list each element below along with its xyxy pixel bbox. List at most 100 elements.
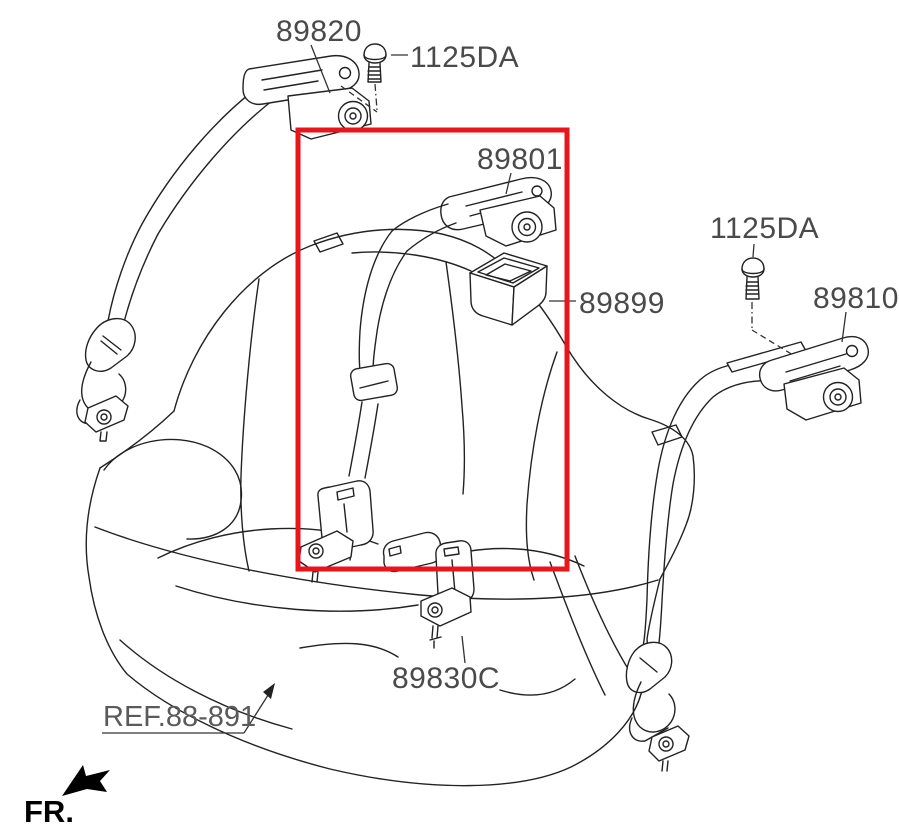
bracket-hole <box>338 66 352 80</box>
tray-floor <box>485 263 532 282</box>
tray-left-face <box>469 272 515 326</box>
part-label-89899[interactable]: 89899 <box>579 287 665 320</box>
centerline-bolt-top <box>374 83 378 111</box>
anchor-bolt-center <box>431 606 439 614</box>
cushion-seam-2 <box>175 585 419 612</box>
anchor-bolt-center <box>662 740 670 748</box>
seatback-right-edge-2 <box>574 555 631 673</box>
retractor-spool <box>511 211 543 243</box>
retractor-spool-center <box>523 223 531 231</box>
bracket-slots <box>785 353 847 382</box>
leader-1125da-right <box>752 243 755 258</box>
anchor-plate <box>84 395 129 433</box>
webbing-fold-2 <box>628 717 669 742</box>
buckle-assembly-center <box>382 531 475 649</box>
part-label-1125da-top[interactable]: 1125DA <box>410 41 519 74</box>
leader-89830c <box>461 635 466 664</box>
leader-lines <box>102 44 847 734</box>
bracket-slots <box>261 69 323 91</box>
anchor-plate <box>298 530 354 573</box>
buckle-slot <box>336 487 355 533</box>
retractor-spool-inner <box>517 217 537 237</box>
anchor-bolt <box>96 409 112 425</box>
anchor-bolt-stem <box>429 625 442 649</box>
seatback-seam-center <box>445 261 466 495</box>
bolt-flange <box>741 268 765 275</box>
belt-webbing-edge <box>121 96 278 331</box>
retractor-spool-center <box>834 393 842 401</box>
anchor-bolt <box>308 543 324 559</box>
bolt-flange <box>363 54 387 61</box>
belt-webbing-edge <box>641 360 773 654</box>
bolt-shank <box>745 276 760 300</box>
tray-right-face <box>511 265 548 326</box>
centerline-bracket-top <box>340 85 378 113</box>
belt-adjuster <box>349 362 399 402</box>
part-label-89810[interactable]: 89810 <box>813 282 899 315</box>
latch-slot <box>100 335 122 355</box>
front-direction-marker: FR. <box>24 765 110 829</box>
bolt-shank <box>367 62 382 83</box>
seatback-left-edge <box>99 410 175 469</box>
retractor-spool-inner <box>344 107 362 125</box>
reference-link-88-891[interactable]: REF.88-891 <box>103 701 256 733</box>
belt-assembly-center <box>298 176 557 583</box>
belt-webbing-edge <box>391 203 457 252</box>
webbing-fold <box>632 681 676 733</box>
highlight-box <box>295 127 570 572</box>
retractor-spool <box>822 381 854 413</box>
leader-89820 <box>310 44 331 94</box>
anchor-bolt <box>658 736 674 752</box>
part-label-89830c[interactable]: 89830C <box>392 662 500 695</box>
part-label-1125da-right[interactable]: 1125DA <box>710 212 819 245</box>
anchor-cover-left <box>313 232 344 253</box>
latch-plate <box>625 641 673 694</box>
latch-slot <box>639 657 658 673</box>
belt-assembly-left <box>76 54 372 442</box>
centerline-bracket-right <box>751 329 794 356</box>
left-bolster <box>103 438 243 540</box>
seatback-outline <box>173 228 695 580</box>
belt-assembly-right <box>625 335 870 772</box>
part-label-89820[interactable]: 89820 <box>276 15 362 48</box>
cushion-seam-4 <box>299 642 399 658</box>
front-label: FR. <box>24 794 74 829</box>
cushion-outline <box>85 467 661 787</box>
retractor-spool-center <box>349 112 357 120</box>
cushion-seam-5 <box>499 678 576 696</box>
seatback-seam-left <box>240 278 260 572</box>
part-label-89801[interactable]: 89801 <box>477 143 563 176</box>
retractor-spool-inner <box>829 388 847 406</box>
anchor-bolt-center <box>100 413 108 421</box>
ref-arrowhead <box>263 683 275 699</box>
belt-webbing-edge <box>348 401 379 479</box>
anchor-bolt-center <box>312 547 320 555</box>
buckle-slot <box>443 546 460 593</box>
anchor-bolt-stem <box>99 431 108 442</box>
buckle-slot <box>388 545 402 557</box>
anchor-bolt <box>427 602 443 618</box>
anchor-bolt-stem <box>311 571 319 583</box>
bolt-icon-top <box>363 43 387 83</box>
cushion-front-face <box>119 639 293 730</box>
bracket-hole <box>845 344 859 358</box>
belt-webbing-edge <box>657 379 780 652</box>
right-bolster-seam <box>525 351 558 581</box>
anchor-bolt-stem <box>661 760 669 772</box>
belt-webbing-edge <box>107 83 263 322</box>
latch-plate <box>84 318 136 372</box>
leader-89801 <box>505 172 512 195</box>
ref-arrow-line <box>243 691 271 734</box>
buckle-horizontal <box>382 531 443 573</box>
bolt-icon-right <box>741 257 765 300</box>
leader-89810 <box>841 311 847 343</box>
top-roll-seam <box>351 251 472 272</box>
seat-crease <box>94 526 659 600</box>
adjuster-slot <box>359 380 389 389</box>
belt-webbing-edge <box>358 230 408 372</box>
front-arrow-icon <box>62 765 110 796</box>
seatback-right-edge-1 <box>549 561 606 696</box>
storage-tray <box>469 252 548 326</box>
